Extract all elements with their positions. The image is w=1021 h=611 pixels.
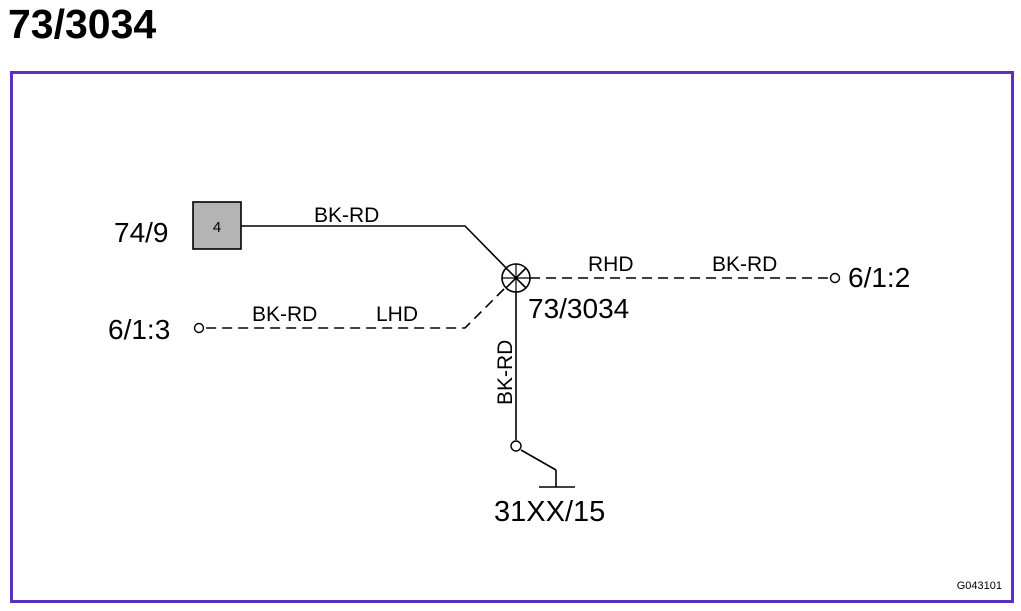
- right-terminal-icon: [829, 272, 841, 284]
- wire-label-down: BK-RD: [494, 340, 517, 405]
- connector-box: [192, 201, 242, 250]
- wire-label-left-variant: LHD: [376, 303, 418, 326]
- right-terminal-label: 6/1:2: [848, 262, 910, 293]
- wiring-diagram: 4 74/9 6/1:3 6/1:2 73/3034 31XX/15 BK-RD…: [10, 71, 1014, 603]
- wire-label-top: BK-RD: [314, 204, 379, 227]
- ground-terminal-icon: [510, 440, 522, 452]
- left-terminal-icon: [193, 322, 205, 334]
- wire-left-dashed: [204, 288, 505, 329]
- figure-code: G043101: [957, 580, 1002, 592]
- splice-point-icon: [501, 263, 531, 293]
- wire-top-solid: [241, 225, 517, 279]
- ground-switch-line: [520, 449, 557, 471]
- connector-label: 74/9: [114, 217, 169, 248]
- wire-label-right-color: BK-RD: [712, 253, 777, 276]
- left-terminal-label: 6/1:3: [108, 314, 170, 345]
- diagram-border: [10, 71, 1014, 603]
- page-title: 73/3034: [8, 1, 157, 47]
- connector-pin-number: 4: [213, 219, 221, 236]
- wire-label-right-variant: RHD: [588, 253, 634, 276]
- ground-label: 31XX/15: [494, 496, 605, 528]
- wire-label-left-color: BK-RD: [252, 303, 317, 326]
- ground-point-label: 73/3034: [528, 293, 629, 324]
